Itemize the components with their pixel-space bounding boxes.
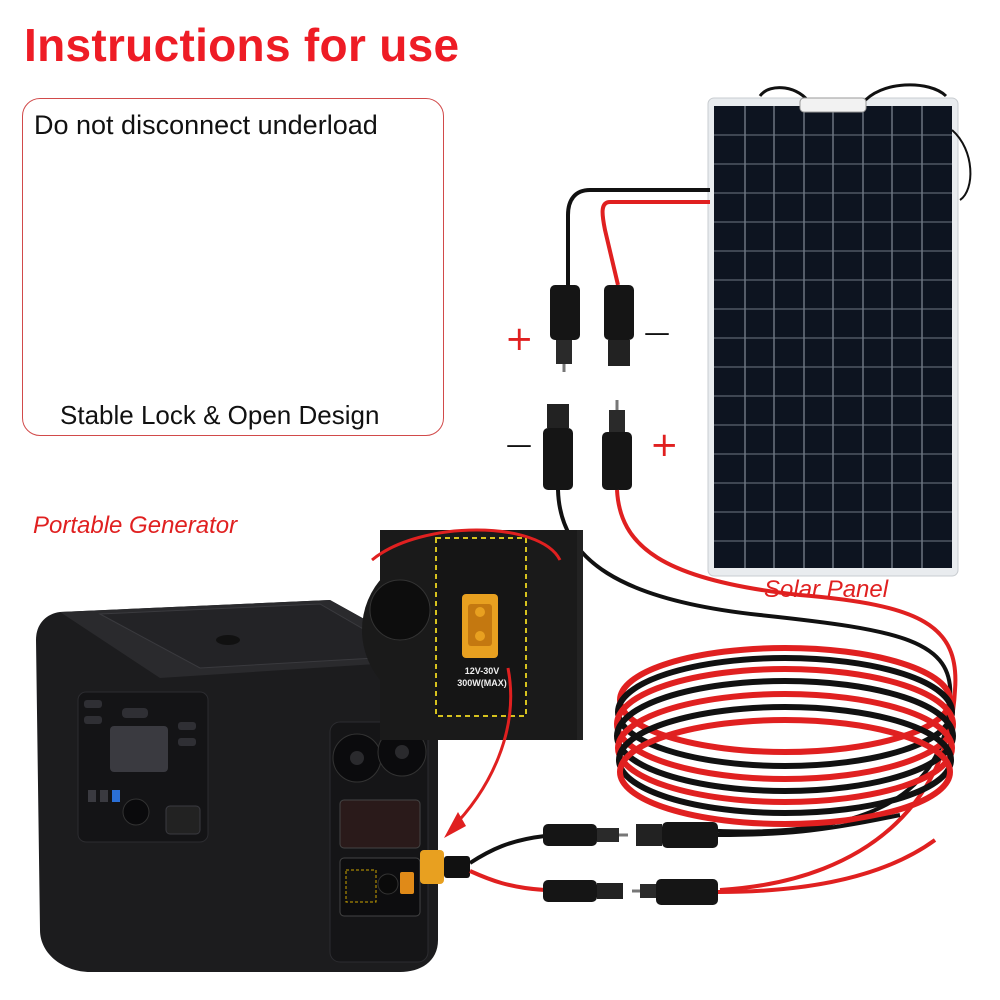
solar-panel-label: Solar Panel — [764, 576, 889, 603]
minus-sign-lower: — — [506, 430, 532, 460]
callout-bottom-text: Stable Lock & Open Design — [60, 400, 380, 430]
input-spec-line2: 300W(MAX) — [457, 678, 507, 688]
mc4-connector-upper-right — [604, 285, 634, 366]
plus-sign-upper: + — [505, 319, 534, 359]
minus-sign-upper: — — [644, 318, 670, 348]
portable-generator — [36, 600, 438, 972]
xt60-plug — [420, 850, 470, 884]
mc4-connector-lower-right — [602, 400, 632, 490]
solar-panel — [707, 83, 972, 577]
plus-sign-lower: + — [650, 425, 679, 465]
input-port-zoom — [362, 530, 583, 740]
cable-coil — [614, 645, 956, 827]
input-spec-line1: 12V-30V — [464, 666, 500, 676]
page-title: Instructions for use — [24, 19, 460, 71]
callout-top-text: Do not disconnect underload — [34, 110, 378, 140]
mc4-connector-bottom-lower — [543, 879, 718, 905]
mc4-connector-upper-left — [550, 285, 580, 372]
mc4-connector-lower-left — [543, 404, 573, 490]
callout-box — [22, 98, 444, 436]
mc4-connector-bottom-upper — [543, 822, 718, 848]
generator-label: Portable Generator — [33, 512, 238, 539]
